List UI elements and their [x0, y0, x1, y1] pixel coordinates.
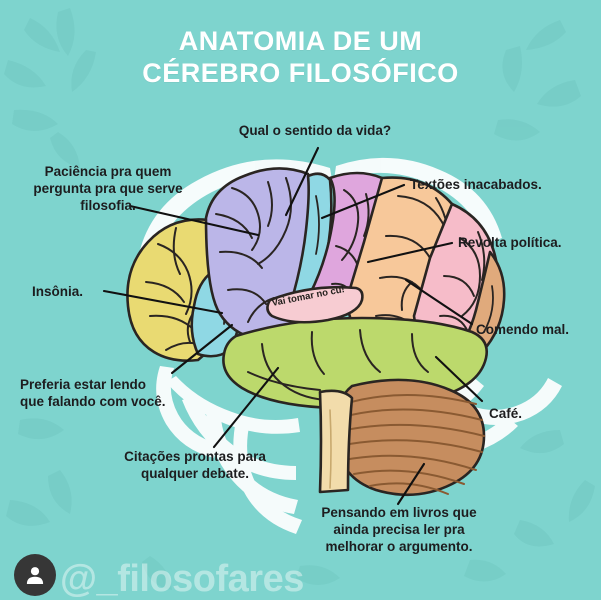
label-revolta-politica: Revolta política.: [458, 235, 562, 250]
watermark-handle: @_filosofares: [60, 558, 304, 600]
poster-title: ANATOMIA DE UM CÉREBRO FILOSÓFICO: [0, 26, 601, 90]
watermark: @_filosofares: [14, 554, 304, 600]
region-brainstem-tan: [318, 389, 354, 494]
title-line-2: CÉREBRO FILOSÓFICO: [142, 57, 459, 88]
label-citacoes-prontas: Citações prontas para qualquer debate.: [124, 449, 266, 482]
label-textoes: Textões inacabados.: [410, 177, 542, 192]
label-pensando-livros: Pensando em livros que ainda precisa ler…: [321, 505, 477, 555]
label-paciencia: Paciência pra quem pergunta pra que serv…: [33, 164, 183, 214]
label-preferia-lendo: Preferia estar lendo que falando com voc…: [20, 377, 166, 410]
speech-bubble: [266, 285, 364, 324]
label-sentido-da-vida: Qual o sentido da vida?: [238, 123, 392, 138]
title-line-1: ANATOMIA DE UM: [178, 26, 423, 56]
label-insonia: Insônia.: [32, 284, 84, 299]
region-cerebellum-brown: [334, 378, 486, 497]
person-avatar-icon: [14, 554, 56, 596]
label-cafe: Café.: [489, 406, 523, 421]
label-comendo-mal: Comendo mal.: [476, 322, 570, 337]
